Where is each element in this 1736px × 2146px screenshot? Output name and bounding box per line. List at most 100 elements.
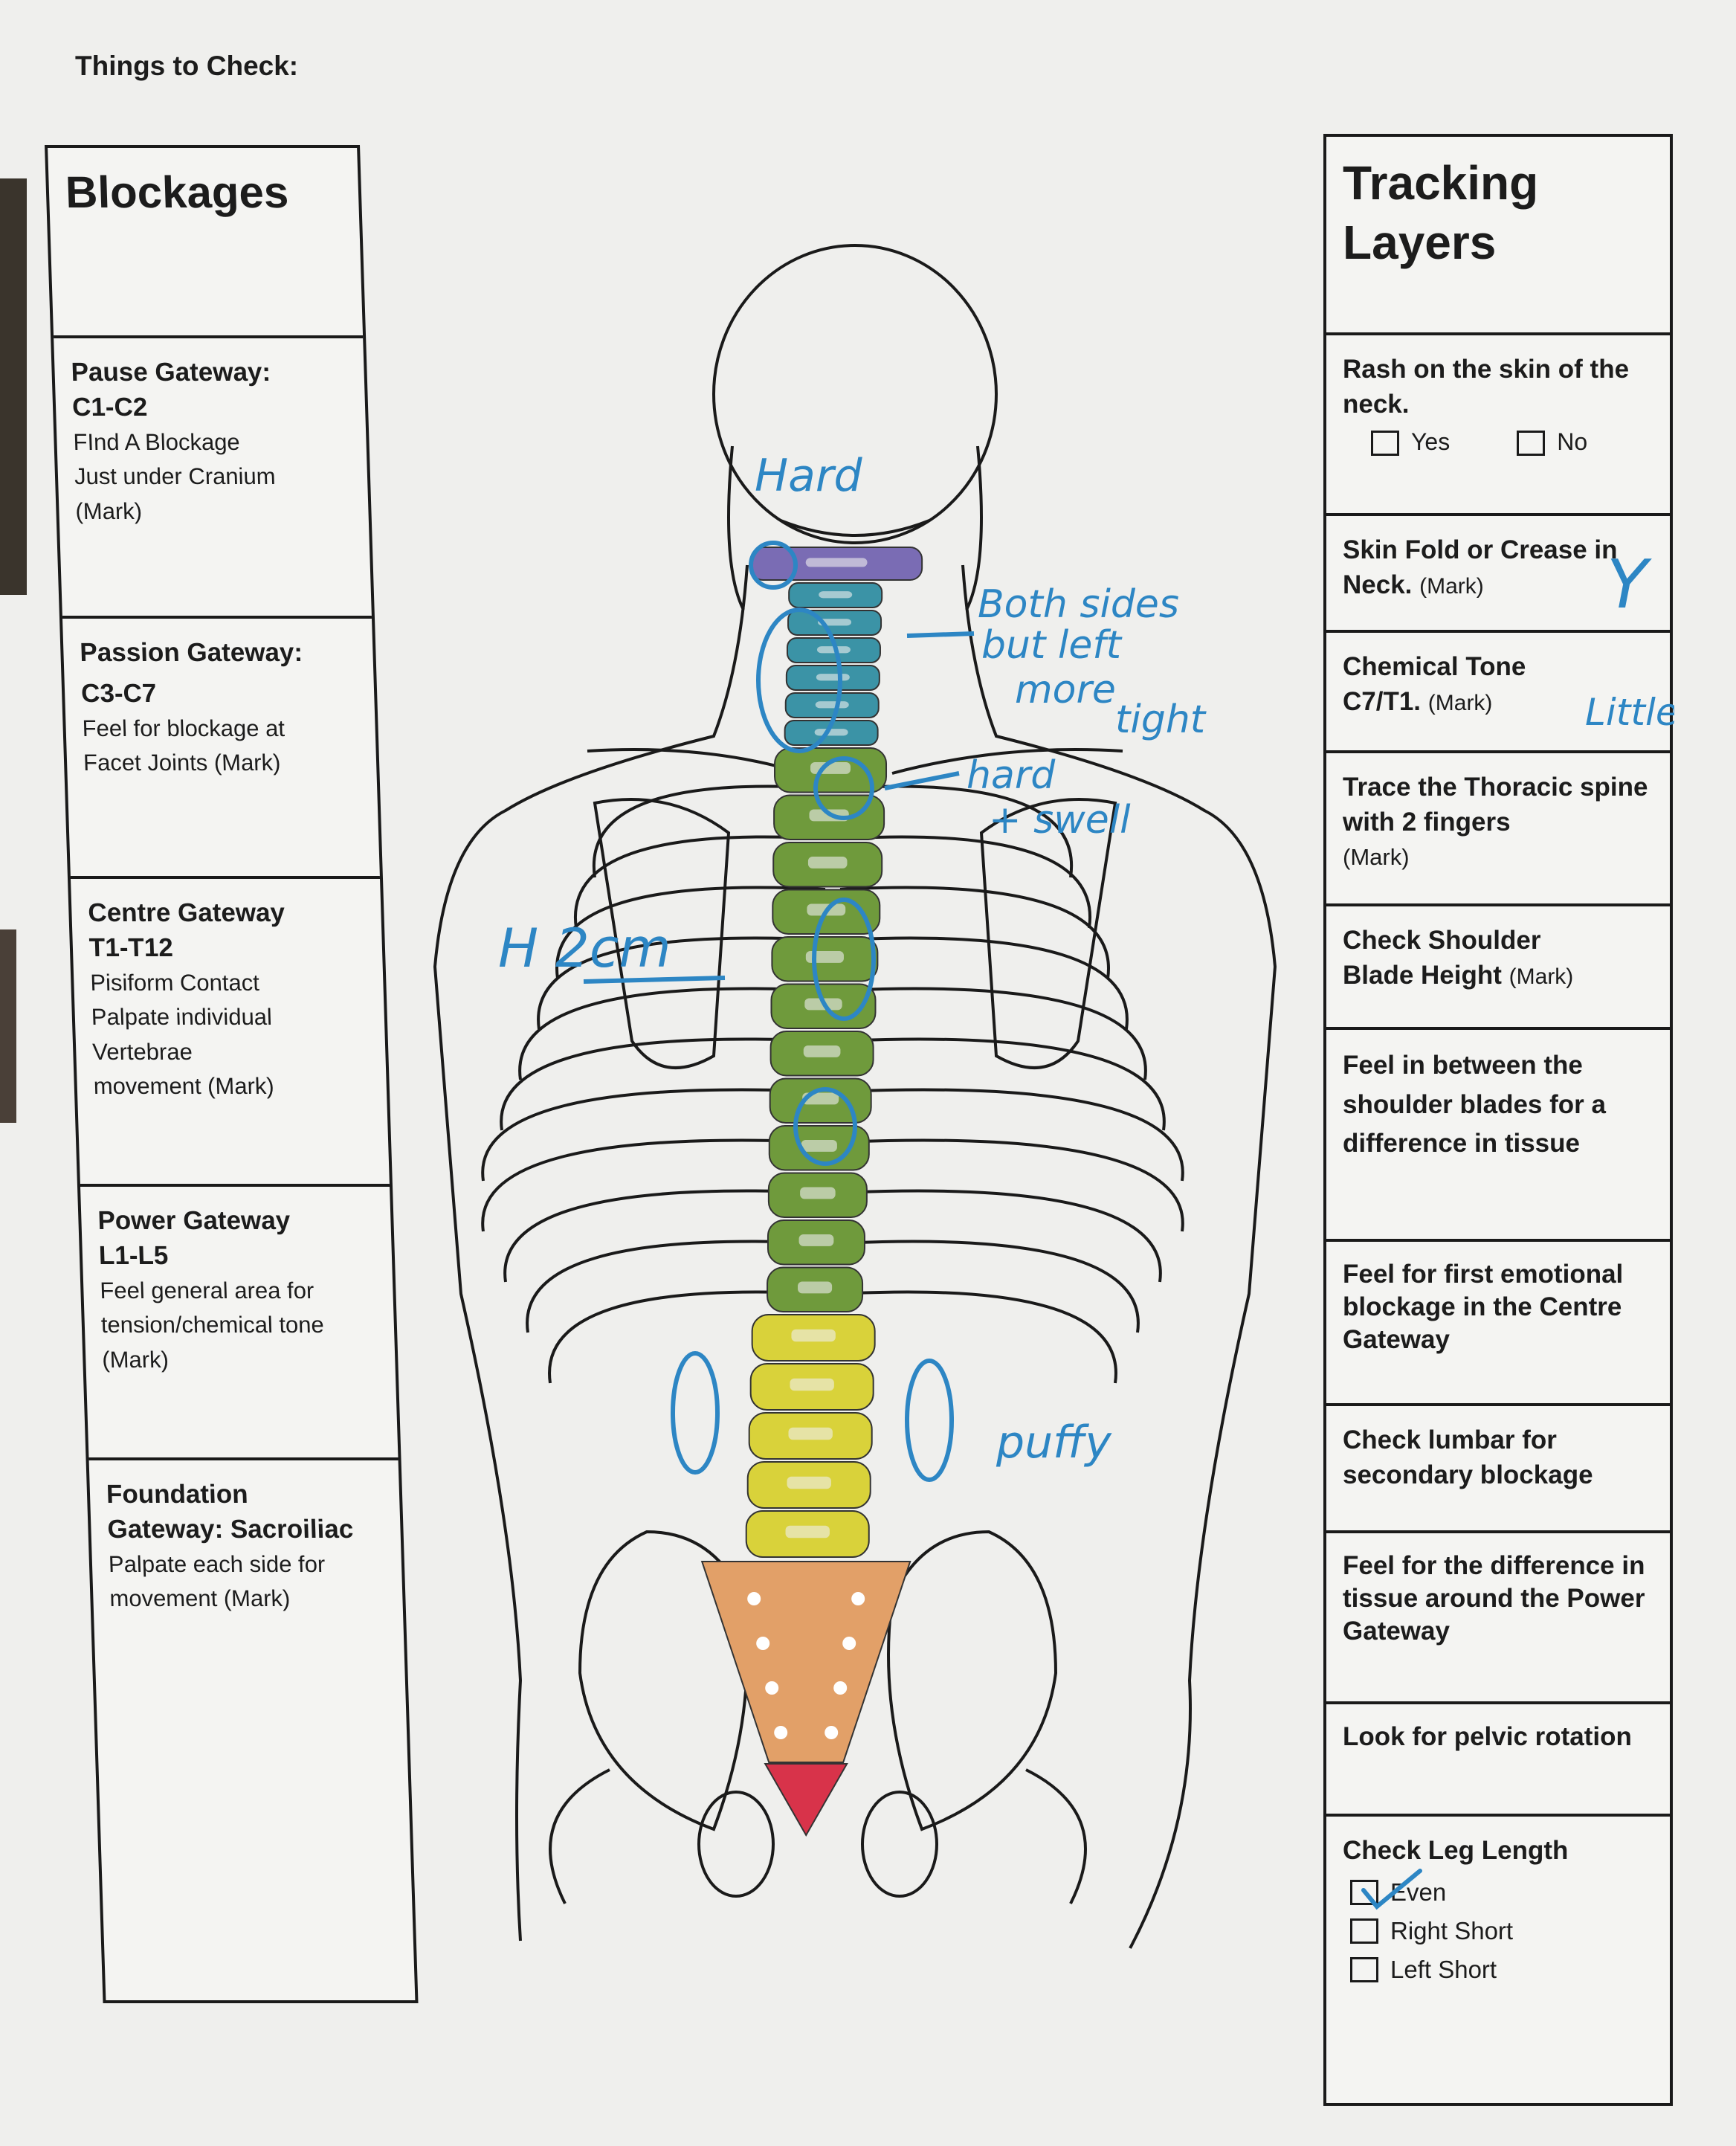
vertebra-thoracic [772,842,883,888]
rash-no-checkbox[interactable] [1517,431,1546,457]
row-range: C1-C2 [71,393,148,422]
leg-left-short-option[interactable]: Left Short [1350,1956,1655,1984]
vertebra-lumbar [751,1314,876,1362]
lumbar-cell: Check lumbar for secondary blockage [1326,1406,1670,1533]
rash-no-option[interactable]: No [1517,428,1587,457]
leg-even-checkbox[interactable] [1350,1880,1378,1906]
trace-thoracic-cell: Trace the Thoracic spine with 2 fingers … [1326,753,1670,906]
vertebra-cervical-facet [816,646,851,654]
rib-right [839,1290,1117,1384]
rib-right [839,987,1147,1080]
ink-circle [749,541,798,590]
passion-gateway-cell: Passion Gateway: C3-C7 Feel for blockage… [62,619,381,879]
row-desc: movement (Mark) [109,1585,291,1611]
row-desc: Palpate individual [91,1004,273,1030]
leg-even-option[interactable]: Even [1350,1869,1655,1910]
row-desc: (Mark) [101,1346,170,1373]
ink-circle [793,1087,857,1166]
rash-yes-label: Yes [1411,428,1451,455]
vertebra-lumbar-facet [788,1427,833,1440]
note-shoulder: + swell [989,798,1131,842]
rib-right [839,1037,1166,1131]
vertebra-c1-c2 [750,547,923,581]
emotional-blockage-label: Feel for first emotional blockage in the… [1343,1260,1624,1354]
skin-fold-label: Skin Fold or Crease in Neck. (Mark) [1343,532,1655,603]
between-blades-cell: Feel in between the shoulder blades for … [1326,1030,1670,1242]
vertebra-cervical [788,582,883,608]
leg-right-short-label: Right Short [1390,1917,1514,1945]
vertebra-thoracic [773,794,885,840]
skin-fold-answer: Y [1607,546,1648,624]
rash-no-label: No [1557,428,1588,455]
rib-right [839,1240,1140,1333]
between-blades-label: Feel in between the shoulder blades for … [1343,1051,1606,1158]
skull [712,244,998,544]
rib-left [526,1240,826,1333]
rash-yes-checkbox[interactable] [1371,431,1399,457]
ink-oval-left [671,1351,720,1475]
leg-even-label: Even [1390,1878,1447,1907]
vertebra-thoracic [767,1219,865,1266]
vertebra-thoracic-facet [803,1045,841,1057]
vertebra-lumbar-facet [787,1476,831,1489]
chemical-tone-answer: Little [1585,691,1674,734]
leg-left-short-checkbox[interactable] [1350,1957,1378,1983]
vertebra-lumbar-facet [785,1525,830,1538]
ink-circle [756,608,842,753]
sacral-foramen [833,1681,848,1695]
ink-oval-right [905,1359,954,1482]
emotional-blockage-cell: Feel for first emotional blockage in the… [1326,1242,1670,1406]
leg-length-label: Check Leg Length [1343,1836,1569,1865]
ink-annotations [583,541,975,1482]
rib-right [839,1189,1162,1283]
row-desc: movement (Mark) [93,1073,275,1099]
rib-left [518,987,826,1080]
spine [700,547,923,1837]
sacral-foramen [774,1726,788,1739]
row-range: T1-T12 [88,933,174,963]
vertebra-c1-c2-facet [805,558,868,567]
row-title: Foundation [106,1480,249,1509]
row-desc: Palpate each side for [108,1550,326,1577]
row-range: L1-L5 [98,1241,169,1271]
rash-cell: Rash on the skin of the neck. Yes No [1326,335,1670,516]
blockages-header: Blockages [64,167,290,217]
rib-left [573,835,826,929]
skin-fold-text: Skin Fold or Crease in Neck. [1343,535,1618,600]
mark-hint: (Mark) [1508,964,1574,990]
row-title: Centre Gateway [87,898,285,927]
row-title: Pause Gateway: [70,358,271,387]
note-puffy: puffy [996,1417,1112,1469]
leg-right-short-option[interactable]: Right Short [1350,1917,1655,1945]
chemical-tone-range: C7/T1. [1343,687,1422,717]
shoulder-text: Check Shoulder [1343,926,1541,955]
rib-left [592,784,826,878]
vertebra-thoracic [774,747,888,793]
vertebra-cervical-facet [816,674,850,681]
vertebra-lumbar [746,1461,871,1509]
coccyx [764,1763,848,1837]
tracking-header-line: Layers [1343,216,1497,269]
vertebra-thoracic-facet [798,1281,833,1294]
rib-left [500,1037,826,1131]
rib-left [503,1189,826,1283]
vertebra-cervical-facet [818,619,852,626]
note-shoulder: hard [967,753,1056,798]
vertebra-thoracic [770,983,877,1029]
vertebra-thoracic-facet [804,998,842,1011]
centre-gateway-cell: Centre Gateway T1-T12 Pisiform Contact P… [71,879,390,1187]
vertebra-thoracic [768,1125,870,1171]
vertebra-cervical [785,665,880,691]
skin-fold-cell: Skin Fold or Crease in Neck. (Mark) Y [1326,516,1670,633]
trace-thoracic-label: Trace the Thoracic spine with 2 fingers [1343,773,1648,837]
rash-yes-option[interactable]: Yes [1371,428,1450,457]
row-desc: Facet Joints (Mark) [83,750,281,776]
leg-right-short-checkbox[interactable] [1350,1918,1378,1944]
row-desc: Pisiform Contact [89,969,260,996]
sacral-foramen [765,1681,779,1695]
rib-right [839,784,1074,878]
photo-background-edge [0,178,27,595]
